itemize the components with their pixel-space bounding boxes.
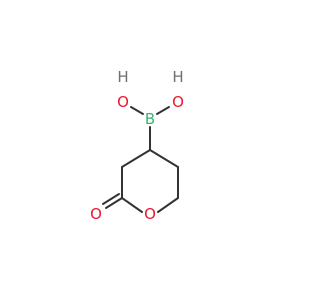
bond-c4-c5 — [149, 149, 179, 168]
atom-labels: B O H O H O O — [90, 68, 184, 223]
atom-carbonyl-oxygen: O — [90, 205, 102, 223]
atom-hydroxyl-hydrogen-right: H — [172, 68, 183, 86]
bond-c3-c4 — [121, 149, 151, 168]
atom-ring-oxygen: O — [144, 205, 156, 223]
structure-drawing: B O H O H O O — [90, 68, 184, 223]
bond-c2-o-carbonyl-1 — [105, 197, 123, 209]
bond-b-o-left — [130, 106, 144, 115]
atom-hydroxyl-oxygen-right: O — [172, 93, 184, 111]
atom-boron: B — [145, 110, 155, 128]
bond-c2-o-carbonyl-2 — [102, 193, 120, 205]
bonds — [102, 106, 179, 213]
atom-hydroxyl-hydrogen-left: H — [117, 68, 128, 86]
molecule-canvas: B O H O H O O — [90, 68, 184, 223]
bond-b-o-right — [156, 106, 170, 115]
atom-hydroxyl-oxygen-left: O — [117, 93, 129, 111]
bond-c6-oring — [157, 197, 179, 213]
bond-oring-c2 — [121, 197, 143, 213]
